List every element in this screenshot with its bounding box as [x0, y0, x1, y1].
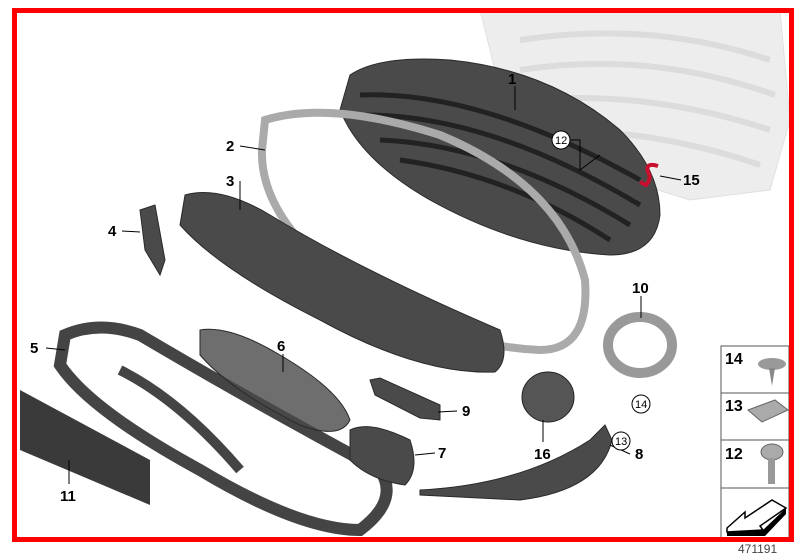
part-8-spoiler-trim[interactable]: [419, 424, 613, 501]
callout-1: 1: [508, 71, 516, 88]
circled-callouts: 12 13 14: [551, 130, 651, 451]
callout-labels: 1 2 3 4 5 6 7 8 9 10 11 15 16: [30, 71, 700, 505]
part-9-bracket[interactable]: [369, 377, 441, 421]
part-1-radiator-grille[interactable]: [339, 58, 661, 256]
diagram-border: [12, 8, 794, 542]
callout-6: 6: [277, 338, 285, 355]
figure-number: 471191: [738, 542, 777, 556]
part-3-lower-trim[interactable]: [179, 192, 505, 373]
callout-8: 8: [635, 446, 643, 463]
circled-callout-13: 13: [615, 436, 627, 448]
callout-9: 9: [462, 403, 470, 420]
callout-10: 10: [632, 280, 649, 297]
callout-2: 2: [226, 138, 234, 155]
fastener-panel: 14 13 12: [720, 345, 790, 539]
callout-5: 5: [30, 340, 38, 357]
part-11-license-plate-base[interactable]: [20, 390, 150, 505]
circled-callout-14: 14: [635, 399, 647, 411]
part-6-grille-insert[interactable]: [199, 328, 351, 432]
clip-screw-icon: [758, 358, 786, 386]
fastener-label-12: 12: [725, 446, 743, 463]
callout-15: 15: [683, 172, 700, 189]
clip-nut-icon: [747, 399, 789, 423]
part-4-bracket[interactable]: [139, 204, 166, 277]
callout-7: 7: [438, 445, 446, 462]
callout-4: 4: [108, 223, 117, 240]
callout-3: 3: [226, 173, 234, 190]
callout-16: 16: [534, 446, 551, 463]
fastener-label-14: 14: [725, 351, 743, 368]
fastener-label-13: 13: [725, 398, 743, 415]
part-10-fog-light-ring[interactable]: [603, 312, 677, 378]
torx-screw-icon: [760, 443, 784, 484]
circled-callout-12: 12: [555, 135, 567, 147]
part-16-side-grille[interactable]: [521, 371, 575, 423]
part-5-lower-bumper-panel[interactable]: [53, 321, 393, 537]
part-7-side-grille[interactable]: [349, 426, 415, 486]
leader-lines: [45, 86, 682, 484]
part-15-s-emblem[interactable]: [639, 162, 659, 188]
callout-11: 11: [60, 488, 76, 505]
direction-arrow-icon: [726, 499, 788, 536]
